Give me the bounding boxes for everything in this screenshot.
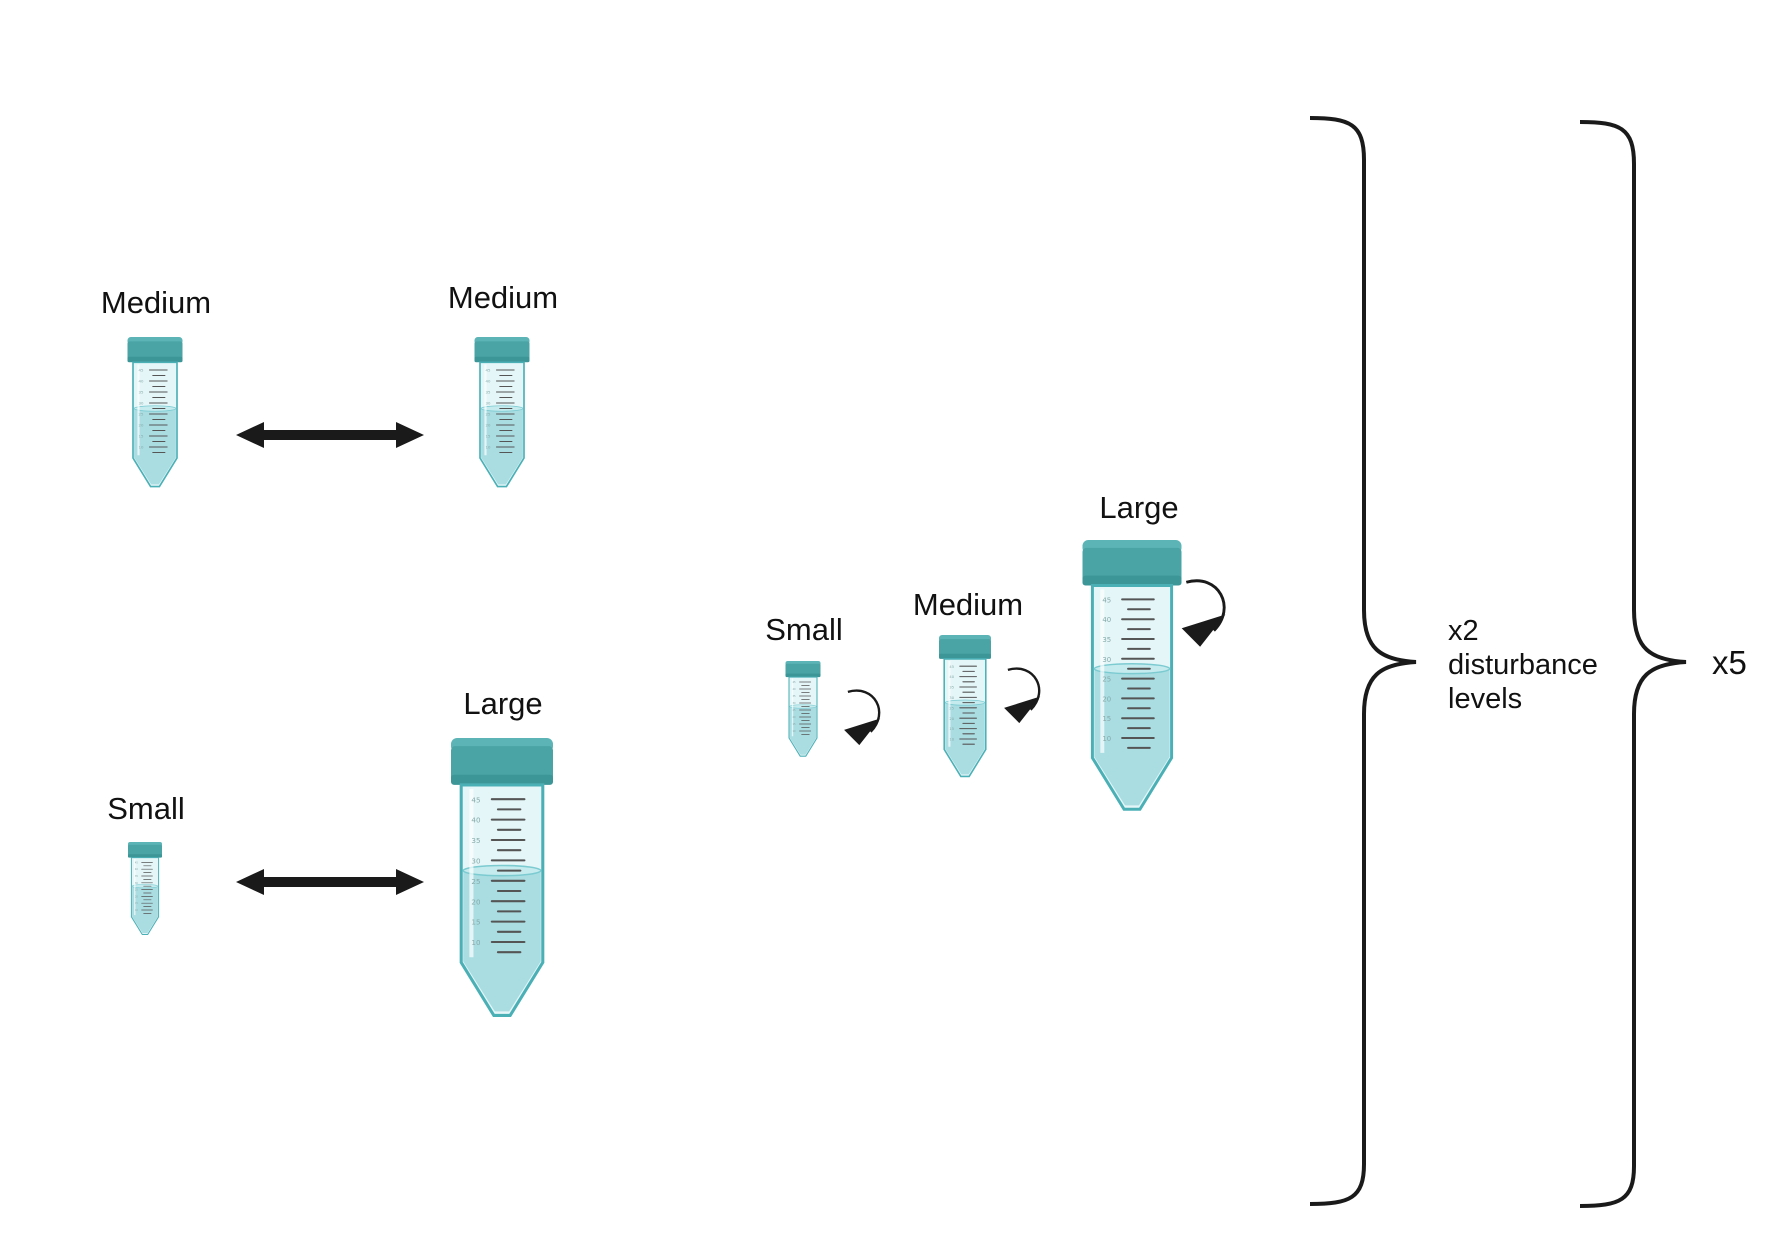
- label-large-spin: Large: [1099, 490, 1179, 525]
- tube-medium-top-right: [473, 335, 531, 488]
- disturbance-line-3: levels: [1448, 683, 1523, 716]
- tube-small-bottom-left: [127, 841, 163, 936]
- double-arrow-bottom: [236, 869, 424, 895]
- tube-medium-top-left: [126, 335, 184, 488]
- tube-medium-spin: [937, 633, 993, 778]
- label-small-bottom-left: Small: [107, 791, 185, 826]
- label-medium-top-left: Medium: [100, 285, 212, 320]
- inner-brace: [1309, 116, 1417, 1206]
- label-medium-top-right: Medium: [447, 280, 559, 315]
- tube-large-spin: [1080, 538, 1184, 812]
- disturbance-line-1: x2: [1448, 615, 1479, 647]
- tube-large-bottom-right: [451, 738, 553, 1015]
- label-large-bottom-right: Large: [463, 686, 543, 721]
- disturbance-levels-label: x2 disturbance levels: [1448, 614, 1598, 717]
- disturbance-line-2: disturbance: [1448, 649, 1598, 682]
- label-medium-spin: Medium: [912, 587, 1024, 622]
- replicate-count-label: x5: [1712, 644, 1747, 681]
- tube-small-spin: [784, 660, 822, 757]
- rotate-arrow-icon-large: [1180, 579, 1227, 649]
- rotate-arrow-icon-medium: [1002, 667, 1042, 725]
- outer-brace: [1579, 120, 1687, 1208]
- double-arrow-top: [236, 422, 424, 448]
- label-small-spin: Small: [765, 612, 843, 647]
- rotate-arrow-icon-small: [842, 689, 882, 747]
